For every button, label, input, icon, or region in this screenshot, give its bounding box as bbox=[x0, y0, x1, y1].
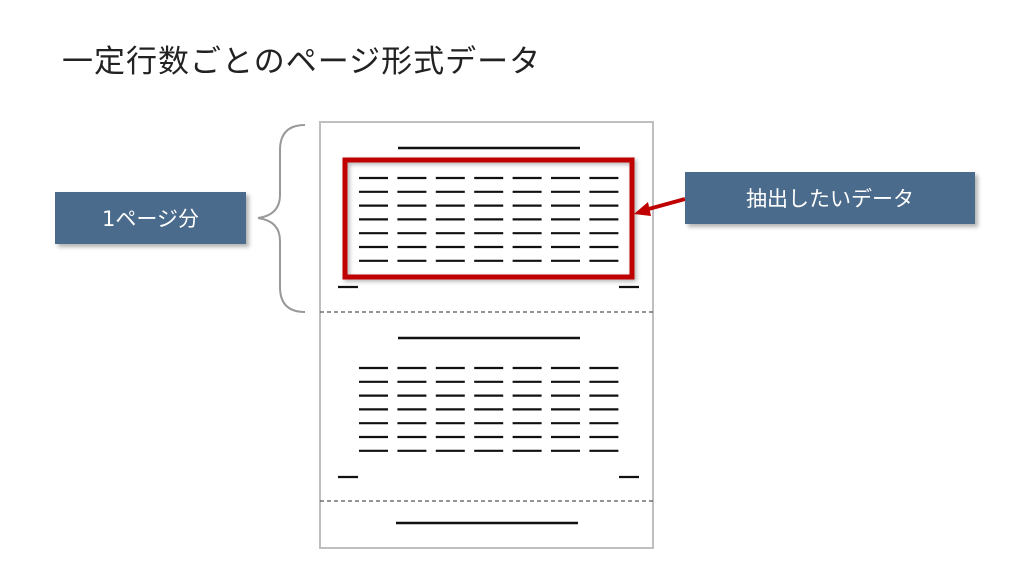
extraction-highlight-box bbox=[342, 157, 635, 280]
page-brace bbox=[257, 124, 306, 313]
slide-title: 一定行数ごとのページ形式データ bbox=[62, 44, 542, 80]
document-outline bbox=[319, 121, 654, 549]
arrow-line bbox=[644, 197, 686, 212]
arrow-head-icon bbox=[634, 202, 651, 216]
target-data-label: 抽出したいデータ bbox=[685, 172, 975, 224]
page-label: 1ページ分 bbox=[55, 192, 246, 244]
